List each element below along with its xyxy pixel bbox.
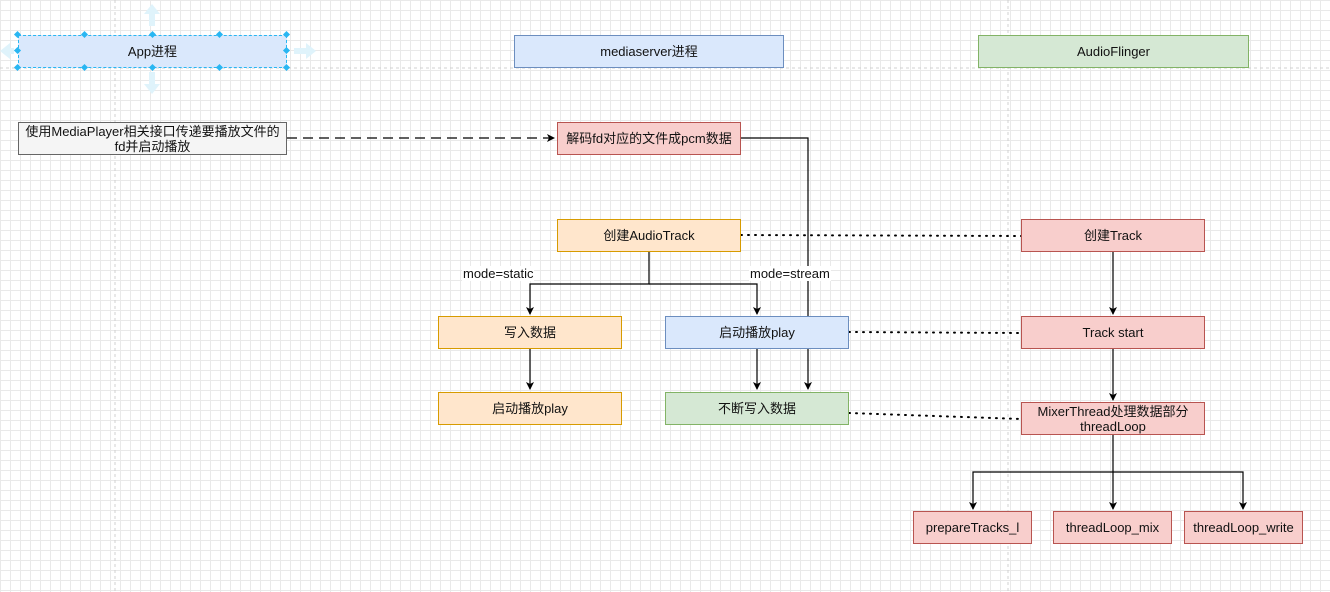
node-decode[interactable]: 解码fd对应的文件成pcm数据 bbox=[557, 122, 741, 155]
node-prepare-tracks[interactable]: prepareTracks_l bbox=[913, 511, 1032, 544]
edge-audiotrack-branch[interactable] bbox=[526, 252, 650, 315]
edge-dotted-create[interactable] bbox=[740, 234, 1022, 237]
edge-dotted-start[interactable] bbox=[848, 331, 1022, 334]
edge-mixer-branch[interactable] bbox=[969, 435, 1114, 510]
node-keep-write[interactable]: 不断写入数据 bbox=[665, 392, 849, 425]
edge-audiotrack-branch[interactable] bbox=[649, 283, 761, 315]
move-hint-icon[interactable] bbox=[0, 4, 316, 94]
edge-dotted-mixer[interactable] bbox=[848, 412, 1022, 420]
node-create-audiotrack[interactable]: 创建AudioTrack bbox=[557, 219, 741, 252]
node-write-data[interactable]: 写入数据 bbox=[438, 316, 622, 349]
node-app-call[interactable]: 使用MediaPlayer相关接口传递要播放文件的fd并启动播放 bbox=[18, 122, 287, 155]
node-thread-mix[interactable]: threadLoop_mix bbox=[1053, 511, 1172, 544]
lane-audioflinger[interactable]: AudioFlinger bbox=[978, 35, 1249, 68]
node-thread-write[interactable]: threadLoop_write bbox=[1184, 511, 1303, 544]
node-stream-play[interactable]: 启动播放play bbox=[665, 316, 849, 349]
edge-label-stream: mode=stream bbox=[749, 266, 831, 281]
node-static-play[interactable]: 启动播放play bbox=[438, 392, 622, 425]
node-track-start[interactable]: Track start bbox=[1021, 316, 1205, 349]
edge-label-static: mode=static bbox=[462, 266, 535, 281]
node-create-track[interactable]: 创建Track bbox=[1021, 219, 1205, 252]
edge-decode-to-keep-write[interactable] bbox=[741, 137, 812, 390]
lane-mediaserver[interactable]: mediaserver进程 bbox=[514, 35, 784, 68]
node-mixer-thread[interactable]: MixerThread处理数据部分threadLoop bbox=[1021, 402, 1205, 435]
edge-mixer-branch[interactable] bbox=[1113, 471, 1247, 510]
